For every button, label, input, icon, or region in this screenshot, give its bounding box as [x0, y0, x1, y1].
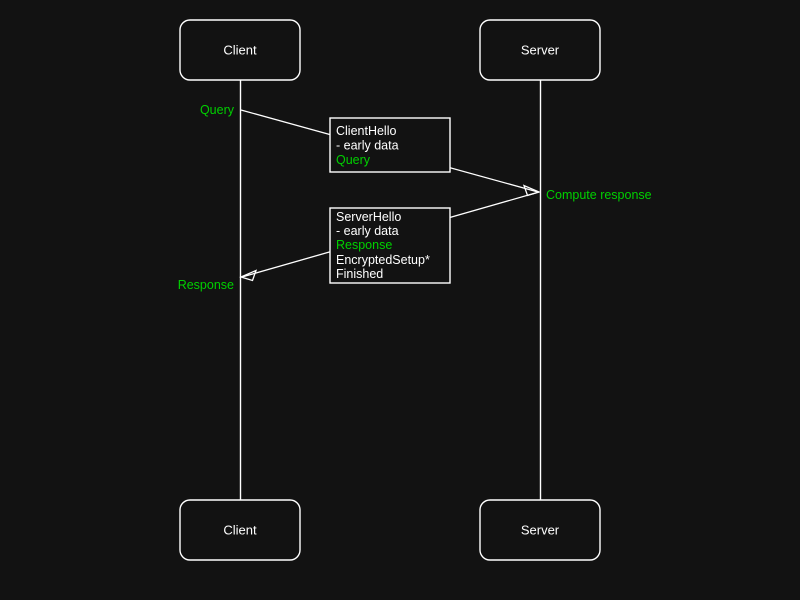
actor-bottom-client[interactable]: Client: [179, 499, 301, 561]
note-line-clienthello-query: Query: [336, 153, 371, 167]
arrowhead-to-client: [239, 269, 258, 282]
note-box-server-hello-rect[interactable]: [329, 207, 451, 284]
note-line-encrypted-setup: EncryptedSetup*: [336, 253, 430, 267]
actor-label-server-bottom: Server: [521, 522, 560, 537]
note-line-serverhello-early-data: - early data: [336, 224, 399, 238]
lifeline-note-query: Query: [200, 103, 235, 117]
lifeline-notes-group: Query Compute response Response: [178, 103, 652, 292]
actor-label-server-top: Server: [521, 42, 560, 57]
note-line-finished: Finished: [336, 267, 383, 281]
actor-label-client-bottom: Client: [223, 522, 257, 537]
note-box-server-hello[interactable]: ServerHello - early data Response Encryp…: [329, 207, 451, 284]
note-line-clienthello-early-data: - early data: [336, 139, 399, 153]
lifelines-group: [239, 80, 542, 500]
note-line-serverhello-response: Response: [336, 238, 392, 252]
lifeline-note-response: Response: [178, 278, 234, 292]
actor-box-client-bottom[interactable]: [179, 499, 301, 561]
actor-label-client-top: Client: [223, 42, 257, 57]
note-box-client-hello-rect[interactable]: [329, 117, 451, 173]
actor-box-server-top[interactable]: [479, 19, 601, 81]
actor-bottom-server[interactable]: Server: [479, 499, 601, 561]
actor-box-client-top[interactable]: [179, 19, 301, 81]
note-line-clienthello: ClientHello: [336, 124, 396, 138]
lifeline-note-compute-response: Compute response: [546, 188, 652, 202]
actor-box-server-bottom[interactable]: [479, 499, 601, 561]
note-box-client-hello[interactable]: ClientHello - early data Query: [329, 117, 451, 173]
actor-top-server[interactable]: Server: [479, 19, 601, 81]
note-line-serverhello: ServerHello: [336, 210, 401, 224]
actor-top-client[interactable]: Client: [179, 19, 301, 81]
